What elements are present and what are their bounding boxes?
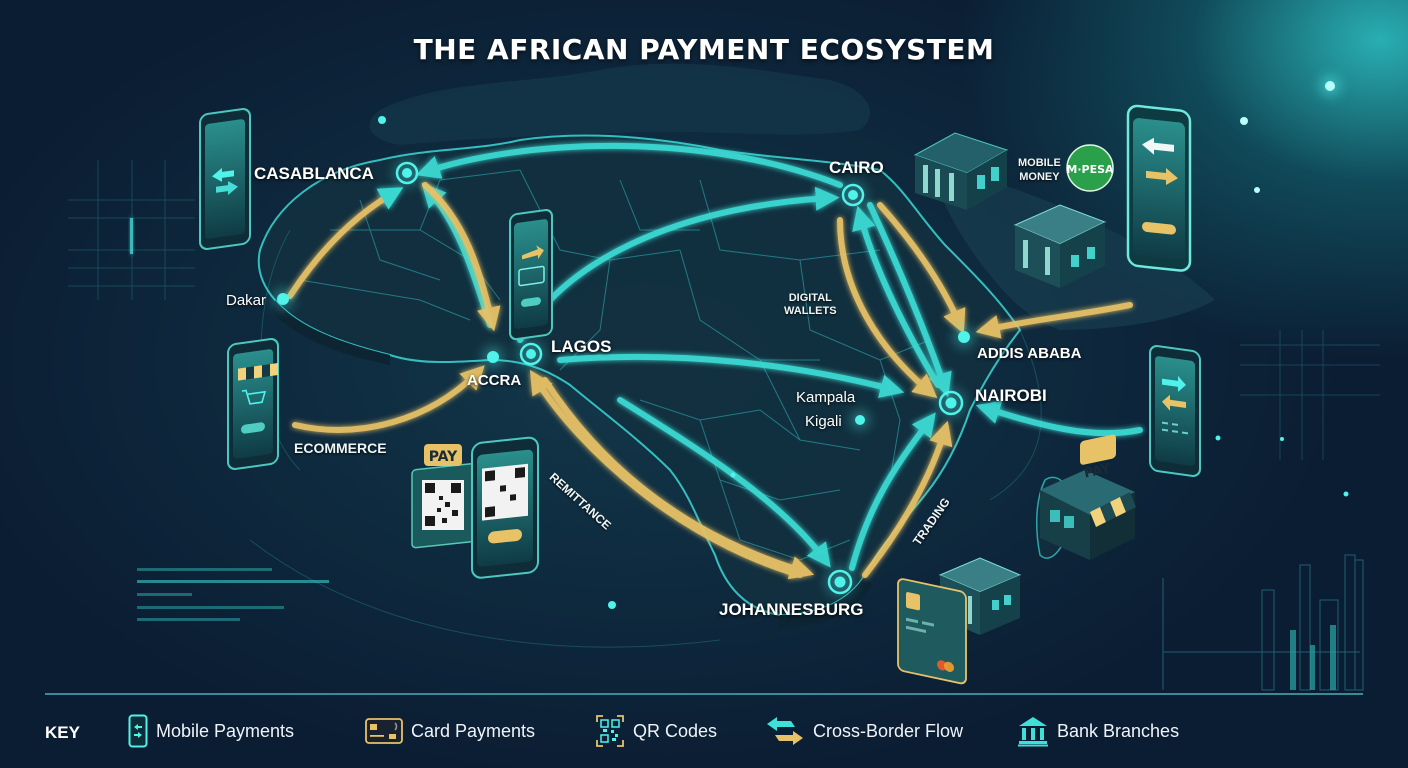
teal-flows [415,142,1143,571]
qr-code-icon [596,715,624,747]
phone-illustration-lagos [509,209,553,341]
city-label-kampala: Kampala [796,389,856,406]
decorative-chart-bottom-right [1162,554,1364,691]
legend-title: KEY [45,723,80,742]
cross-border-arrows-icon [767,717,803,745]
label-digital-wallets-line2: WALLETS [784,305,837,317]
label-mobile-money-line2: MONEY [1019,171,1060,183]
svg-text:PAY: PAY [1083,461,1113,481]
city-label-johannesburg: JOHANNESBURG [719,600,864,619]
phone-illustration-mobile-money [1126,104,1192,272]
node-accra [483,347,503,367]
legend-item-card-payments: Card Payments [365,715,535,747]
legend-label-mobile-payments: Mobile Payments [156,720,295,741]
bank-building-cairo [913,132,1009,210]
mpesa-badge: M·PESA [1066,144,1114,192]
city-label-casablanca: CASABLANCA [254,164,374,183]
legend-label-bank-branches: Bank Branches [1057,720,1180,741]
bank-building-icon [1018,717,1048,747]
node-kigali [851,411,869,429]
page-title: THE AFRICAN PAYMENT ECOSYSTEM [413,33,995,66]
africa-landmass [257,63,1215,628]
pay-sign-text: PAY [429,449,458,465]
glow-particles [378,76,1349,609]
label-mobile-money: MOBILE MONEY [1018,156,1061,184]
mobile-phone-icon [128,714,148,748]
label-ecommerce: ECOMMERCE [294,440,387,456]
decorative-bars-bottom-left [137,568,329,621]
city-label-cairo: CAIRO [829,158,884,177]
key-divider [45,693,1363,695]
label-mobile-money-line1: MOBILE [1018,157,1061,169]
legend-item-qr-codes: QR Codes [595,715,717,747]
credit-card-illustration [897,578,967,685]
label-digital-wallets-line1: DIGITAL [788,292,832,304]
city-label-accra: ACCRA [467,372,522,389]
label-digital-wallets: DIGITAL WALLETS [784,292,837,318]
legend-label-cross-border-flow: Cross-Border Flow [813,720,964,741]
qr-payment-illustration: PAY [411,436,539,579]
node-nairobi [937,389,965,417]
decorative-grid-right [1240,330,1380,460]
svg-text:M·PESA: M·PESA [1066,163,1114,176]
city-label-nairobi: NAIROBI [975,386,1047,405]
legend-label-card-payments: Card Payments [411,720,536,741]
legend-label-qr-codes: QR Codes [633,720,718,741]
city-label-kigali: Kigali [805,413,842,430]
legend-item-cross-border-flow: Cross-Border Flow [765,715,963,747]
gold-flows [287,182,1133,580]
node-addis-ababa [954,327,974,347]
credit-card-icon [365,718,403,744]
node-cairo [840,182,866,208]
node-lagos [518,341,544,367]
node-casablanca [394,160,420,186]
city-label-addis-ababa: ADDIS ABABA [977,345,1082,362]
node-johannesburg [826,568,854,596]
bank-building-arabia [1013,204,1107,288]
city-label-lagos: LAGOS [551,337,612,356]
legend: KEY Mobile Payments Card Payments QR Cod… [0,705,1408,755]
city-label-dakar: Dakar [226,292,267,309]
phone-illustration-casablanca [199,108,251,250]
phone-illustration-ecommerce [227,338,279,470]
node-dakar [273,289,293,309]
legend-item-bank-branches: Bank Branches [1017,715,1179,747]
legend-item-mobile-payments: Mobile Payments [128,714,295,748]
city-nodes [273,160,974,596]
pay-shop-illustration: PAY [1040,434,1136,560]
phone-illustration-right [1149,345,1201,477]
